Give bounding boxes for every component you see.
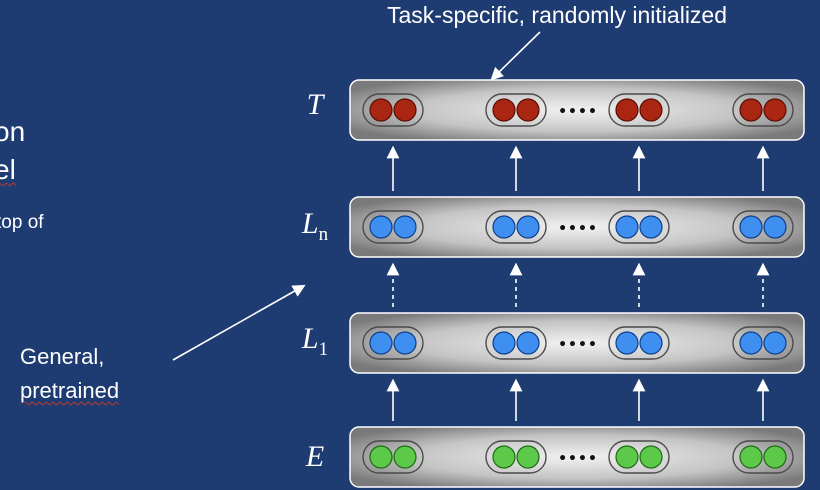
neuron-dot <box>516 215 540 239</box>
neuron-pair <box>485 210 547 244</box>
neuron-pair <box>732 93 794 127</box>
neuron-dot <box>739 445 763 469</box>
neuron-pair <box>485 93 547 127</box>
neuron-pair-outline <box>362 210 424 244</box>
neuron-pair <box>362 440 424 474</box>
neuron-dot <box>393 445 417 469</box>
neuron-pair <box>608 326 670 360</box>
neuron-dot <box>369 331 393 355</box>
neuron-pair-outline <box>485 440 547 474</box>
cutoff-text-line-2: el <box>0 154 16 185</box>
neuron-dot <box>763 98 787 122</box>
layer-label-l1: L1 <box>294 322 336 361</box>
neuron-pair-outline <box>608 93 670 127</box>
general-line-2: pretrained <box>20 378 120 403</box>
neuron-pair <box>485 326 547 360</box>
neuron-pair <box>362 326 424 360</box>
neuron-dot <box>615 215 639 239</box>
layer-box-ln <box>349 196 805 258</box>
neuron-dot <box>763 215 787 239</box>
neuron-dot <box>492 98 516 122</box>
ellipsis-dots: •••• <box>558 104 598 120</box>
neuron-pair <box>485 440 547 474</box>
neuron-dot <box>763 445 787 469</box>
neuron-pair <box>362 210 424 244</box>
neuron-pair-outline <box>732 326 794 360</box>
layer-label-t-text: T <box>306 88 324 121</box>
layer-label-ln-sub: n <box>318 224 329 245</box>
neuron-pair-outline <box>362 440 424 474</box>
cutoff-text-line-3: top of <box>0 212 44 234</box>
task-specific-pointer-arrow <box>490 31 541 81</box>
neuron-dot <box>492 215 516 239</box>
layer-label-e-text: E <box>305 440 325 473</box>
neuron-dot <box>393 98 417 122</box>
layer-label-ln: Ln <box>294 207 336 246</box>
layer-l1: •••• <box>349 312 805 374</box>
neuron-dot <box>369 98 393 122</box>
neuron-dot <box>639 215 663 239</box>
neuron-dot <box>492 445 516 469</box>
ellipsis-dots: •••• <box>558 451 598 467</box>
layer-box-t <box>349 79 805 141</box>
neuron-pair-outline <box>608 440 670 474</box>
general-pointer-arrow <box>172 284 306 361</box>
neuron-pair-outline <box>732 93 794 127</box>
layer-label-ln-text: L <box>301 207 319 240</box>
neuron-pair-outline <box>485 210 547 244</box>
neuron-dot <box>615 331 639 355</box>
cutoff-text-line-3-text: top of <box>0 212 44 233</box>
general-line-1: General, <box>20 344 105 369</box>
neuron-dot <box>639 98 663 122</box>
neuron-pair <box>608 440 670 474</box>
neuron-dot <box>516 445 540 469</box>
neuron-dot <box>615 445 639 469</box>
layer-box-e <box>349 426 805 488</box>
neuron-dot <box>615 98 639 122</box>
neuron-dot <box>763 331 787 355</box>
neuron-pair-outline <box>485 326 547 360</box>
layer-label-t: T <box>294 88 336 127</box>
neuron-pair-outline <box>732 440 794 474</box>
neuron-pair <box>362 93 424 127</box>
task-specific-text: Task-specific, randomly initialized <box>387 2 728 28</box>
neuron-pair-outline <box>362 326 424 360</box>
neuron-pair <box>732 440 794 474</box>
neuron-dot <box>639 445 663 469</box>
layer-ln: •••• <box>349 196 805 258</box>
neuron-pair <box>732 326 794 360</box>
layer-box-l1 <box>349 312 805 374</box>
neuron-dot <box>639 331 663 355</box>
neuron-dot <box>492 331 516 355</box>
neuron-dot <box>516 98 540 122</box>
task-specific-annotation: Task-specific, randomly initialized <box>387 2 727 29</box>
neuron-dot <box>393 215 417 239</box>
layer-label-e: E <box>294 440 336 479</box>
neuron-pair <box>608 210 670 244</box>
neuron-pair-outline <box>608 210 670 244</box>
neuron-dot <box>369 215 393 239</box>
neuron-dot <box>739 331 763 355</box>
neuron-pair-outline <box>732 210 794 244</box>
layer-label-l1-text: L <box>301 322 319 355</box>
general-pretrained-annotation: General, pretrained <box>20 340 119 408</box>
neuron-pair-outline <box>608 326 670 360</box>
cutoff-text-line-1: on <box>0 116 26 147</box>
ellipsis-dots: •••• <box>558 337 598 353</box>
neuron-dot <box>393 331 417 355</box>
layer-e: •••• <box>349 426 805 488</box>
neuron-pair <box>732 210 794 244</box>
layer-t: •••• <box>349 79 805 141</box>
neuron-dot <box>516 331 540 355</box>
layer-label-l1-sub: 1 <box>318 339 329 360</box>
ellipsis-dots: •••• <box>558 221 598 237</box>
neuron-dot <box>739 98 763 122</box>
neuron-pair-outline <box>362 93 424 127</box>
neuron-pair <box>608 93 670 127</box>
neuron-dot <box>739 215 763 239</box>
neuron-dot <box>369 445 393 469</box>
neuron-pair-outline <box>485 93 547 127</box>
